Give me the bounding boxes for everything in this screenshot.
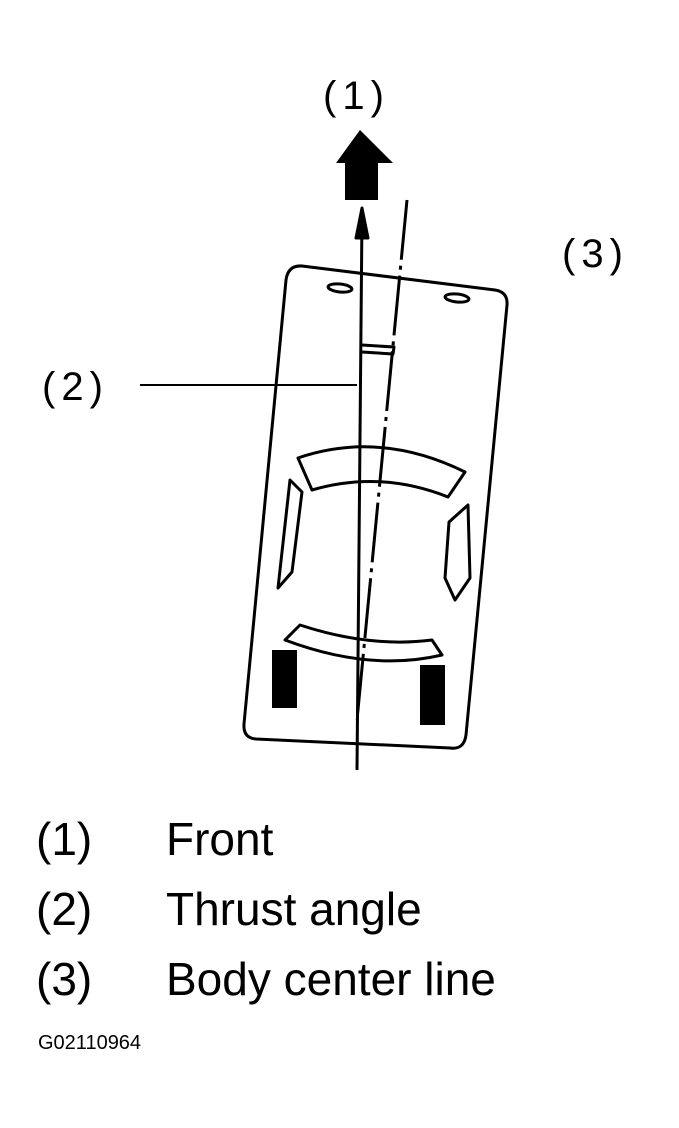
- legend-item: (1) Front: [36, 812, 273, 866]
- body-center-line: [355, 199, 409, 721]
- legend-num: (3): [36, 953, 93, 1005]
- left-window: [276, 478, 304, 590]
- figure-code: G02110964: [38, 1032, 142, 1054]
- thrust-arrowhead: [354, 206, 370, 240]
- legend-text: Thrust angle: [166, 883, 422, 935]
- thrust-line: [355, 214, 364, 771]
- car-body-outline: [242, 264, 509, 750]
- callout-3: (3): [562, 232, 629, 276]
- legend-num: (1): [36, 813, 93, 865]
- legend-text: Front: [166, 813, 274, 865]
- rear-window: [283, 623, 444, 663]
- legend-num: (2): [36, 883, 93, 935]
- windshield: [296, 445, 467, 499]
- legend-item: (3) Body center line: [36, 952, 496, 1006]
- rear-wheel-right: [420, 665, 445, 725]
- front-arrow-icon: [336, 130, 393, 200]
- right-window: [443, 503, 472, 602]
- headlight-left: [326, 282, 354, 294]
- legend-item: (2) Thrust angle: [36, 882, 422, 936]
- callout-2: (2): [42, 365, 109, 409]
- hood-marker: [361, 343, 396, 356]
- headlight-right: [443, 292, 471, 304]
- rear-wheel-left: [272, 650, 297, 708]
- legend-text: Body center line: [166, 953, 496, 1005]
- callout-1: (1): [323, 74, 390, 118]
